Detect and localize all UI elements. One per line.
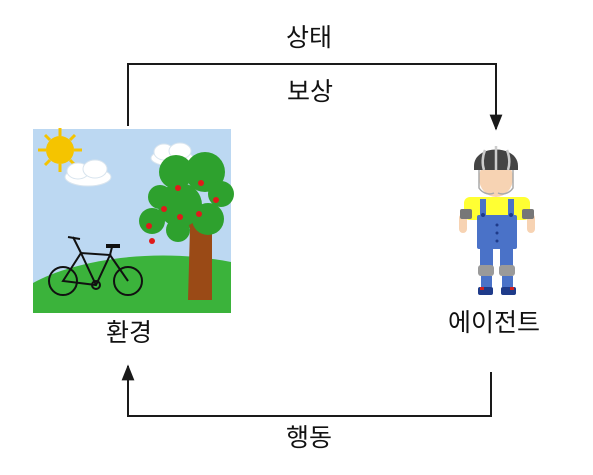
- state-label: 상태: [285, 23, 333, 52]
- agent-label: 에이전트: [447, 308, 541, 337]
- action-label: 행동: [285, 423, 333, 452]
- environment-illustration: [33, 128, 234, 313]
- state-reward-arrow: [127, 63, 503, 131]
- helmet-icon: [474, 146, 518, 195]
- sun-icon: [38, 128, 82, 172]
- reward-label: 보상: [286, 77, 334, 106]
- grass-hill: [33, 255, 231, 313]
- apple-tree: [139, 152, 234, 300]
- cloud-icon: [64, 159, 112, 187]
- environment-label: 환경: [105, 318, 153, 347]
- bicycle-icon: [48, 236, 143, 296]
- agent-illustration: [459, 146, 535, 295]
- action-arrow: [121, 364, 492, 417]
